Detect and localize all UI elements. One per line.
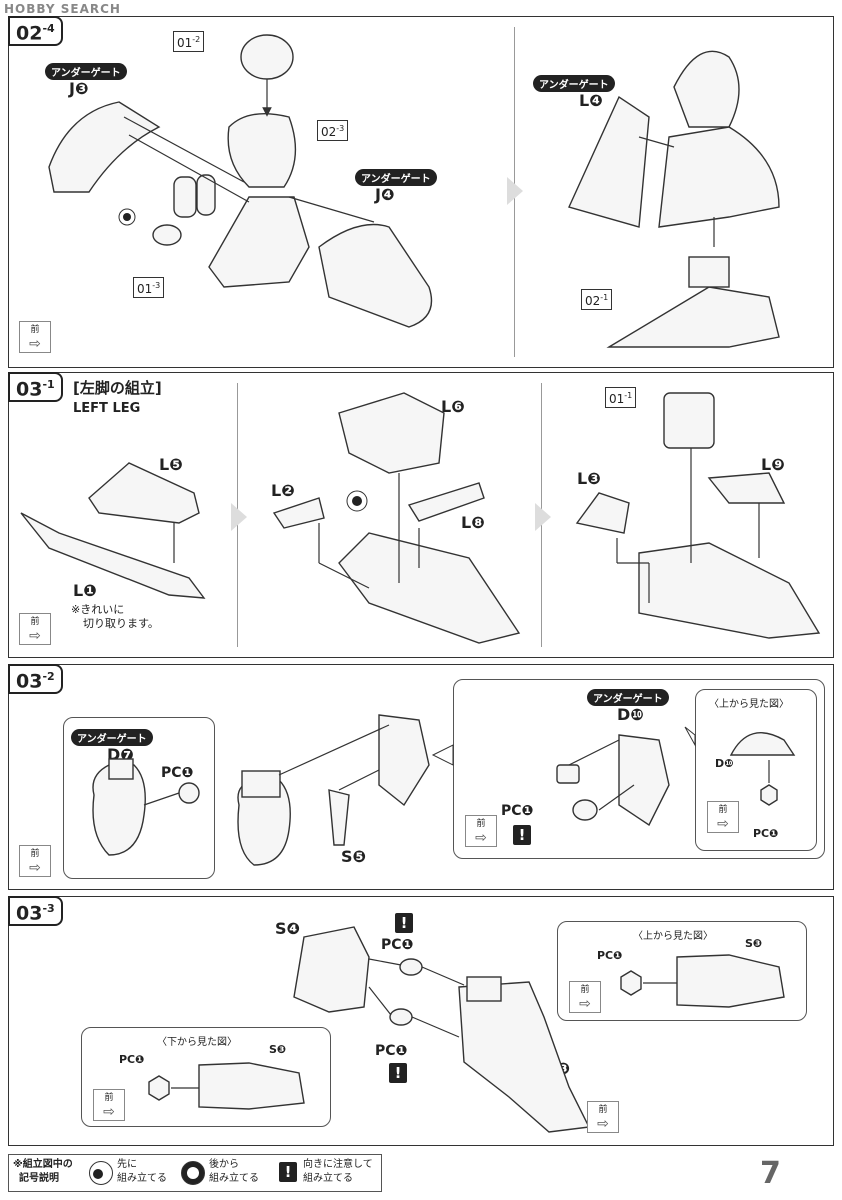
undergate-label: アンダーゲート	[355, 169, 437, 186]
part-l5: L❺	[159, 455, 183, 474]
part-l8: L❽	[461, 513, 485, 532]
ref-01-2: 01-2	[173, 31, 205, 52]
front-direction-icon: 前⇨	[587, 1101, 619, 1133]
undergate-label: アンダーゲート	[533, 75, 615, 92]
assembly-illustration	[148, 926, 785, 1133]
part-d10: D❿	[617, 705, 644, 724]
front-direction-icon: 前⇨	[93, 1089, 125, 1121]
section-02-4: 02-4 01-2 02-3 01-3 02-1 アンダーゲート J❸ アンダー…	[8, 16, 834, 368]
caution-icon: !	[513, 825, 531, 845]
front-direction-icon: 前⇨	[569, 981, 601, 1013]
flow-arrow	[507, 177, 523, 205]
part-l1: L❶	[73, 581, 97, 600]
assemble-first-icon	[89, 1161, 113, 1185]
front-direction-icon: 前⇨	[465, 815, 497, 847]
front-direction-icon: 前⇨	[19, 845, 51, 877]
part-s3-label: S❸	[745, 937, 763, 950]
part-s5: S❺	[341, 847, 367, 866]
part-pc1-label: PC❶	[597, 949, 623, 962]
legend-label: 組み立てる	[303, 1173, 353, 1184]
page-number: 7	[760, 1156, 781, 1191]
undergate-label: アンダーゲート	[71, 729, 153, 746]
part-pc1: PC❶	[375, 1043, 408, 1059]
part-s3-label: S❸	[269, 1043, 287, 1056]
part-pc1-label: PC❶	[753, 827, 779, 840]
step-number: 03-1	[8, 372, 63, 403]
front-direction-icon: 前⇨	[19, 321, 51, 353]
inset-title: 〈上から見た図〉	[709, 699, 789, 710]
inset-title: 〈下から見た図〉	[157, 1037, 237, 1048]
legend-title: 記号説明	[19, 1173, 59, 1184]
assembly-illustration	[92, 714, 796, 866]
front-direction-icon: 前⇨	[19, 613, 51, 645]
legend-label: 組み立てる	[209, 1173, 259, 1184]
assemble-later-icon	[181, 1161, 205, 1185]
part-s4: S❹	[275, 919, 301, 938]
watermark-logo: HOBBY SEARCH	[4, 2, 121, 16]
note: 切り取ります。	[83, 617, 159, 630]
section-title-en: LEFT LEG	[73, 401, 141, 416]
part-l2: L❷	[271, 481, 295, 500]
step-number: 03-2	[8, 664, 63, 695]
legend-label: 先に	[117, 1159, 137, 1170]
legend-label: 組み立てる	[117, 1173, 167, 1184]
caution-icon: !	[395, 913, 413, 933]
note: ※きれいに	[71, 603, 125, 616]
section-03-2: 03-2 アンダーゲート D❼ PC❶ S❺ アンダーゲート D❿ PC❶ ! …	[8, 664, 834, 890]
part-l4: L❹	[579, 91, 603, 110]
inset-title: 〈上から見た図〉	[633, 931, 713, 942]
undergate-label: アンダーゲート	[587, 689, 669, 706]
part-pc1-label: PC❶	[119, 1053, 145, 1066]
step-number: 02-4	[8, 16, 63, 47]
ref-01-1: 01-1	[605, 387, 637, 408]
legend-title: ※組立図中の	[13, 1159, 73, 1170]
section-03-1: 03-1 [左脚の組立] LEFT LEG L❺ L❶ ※きれいに 切り取ります…	[8, 372, 834, 658]
caution-icon: !	[389, 1063, 407, 1083]
front-direction-icon: 前⇨	[707, 801, 739, 833]
part-l3: L❸	[577, 469, 601, 488]
assembly-illustration	[20, 392, 821, 644]
section-title: [左脚の組立]	[73, 379, 162, 397]
section-03-3: 03-3 S❹ ! PC❶ PC❶ ! S❸ 〈上から見た図〉 PC❶ S❸ 〈…	[8, 896, 834, 1146]
ref-02-3: 02-3	[317, 120, 349, 141]
ref-02-1: 02-1	[581, 289, 613, 310]
part-j4: J❹	[375, 185, 395, 204]
part-pc1: PC❶	[161, 765, 194, 781]
part-pc1: PC❶	[381, 937, 414, 953]
part-pc1: PC❶	[501, 803, 534, 819]
ref-01-3: 01-3	[133, 277, 165, 298]
step-number: 03-3	[8, 896, 63, 927]
part-j3: J❸	[69, 79, 89, 98]
caution-icon: !	[279, 1162, 297, 1182]
symbol-legend: ※組立図中の 記号説明 先に 組み立てる 後から 組み立てる ! 向きに注意して…	[8, 1154, 382, 1192]
assembly-illustration	[48, 34, 780, 348]
legend-label: 後から	[209, 1159, 239, 1170]
part-l9: L❾	[761, 455, 785, 474]
legend-label: 向きに注意して	[303, 1159, 373, 1170]
undergate-label: アンダーゲート	[45, 63, 127, 80]
flow-arrow	[231, 503, 247, 531]
part-d10-label: D❿	[715, 757, 734, 770]
flow-arrow	[535, 503, 551, 531]
part-l6: L❻	[441, 397, 465, 416]
